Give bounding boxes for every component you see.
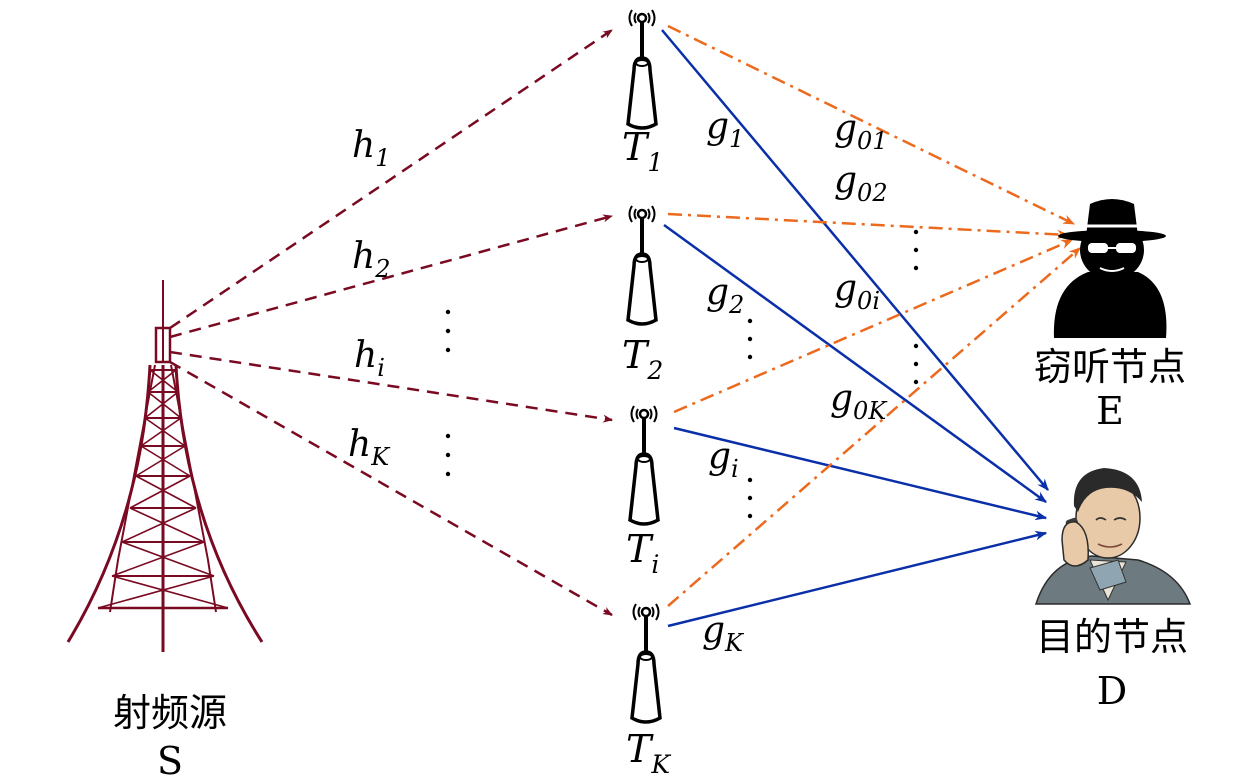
label-g0i: g0i	[834, 268, 880, 315]
antenna-icon	[630, 602, 662, 724]
eavesdropper-symbol: E	[1096, 389, 1124, 433]
link-s-ti	[169, 350, 613, 423]
label-h1: h1	[352, 125, 390, 172]
label-h2: h2	[352, 236, 390, 283]
source-links	[169, 28, 613, 617]
antenna-icon	[628, 404, 660, 526]
link-s-t2	[169, 214, 613, 339]
link-s-t1	[169, 28, 613, 330]
label-hi: hi	[354, 335, 385, 382]
link-tk-e	[667, 247, 1081, 607]
label-g01: g01	[834, 108, 888, 155]
antenna-icon	[626, 204, 658, 326]
link-t1-e	[667, 24, 1076, 226]
eaves-links	[667, 24, 1081, 607]
ellipsis-dots	[445, 229, 919, 519]
link-s-tk	[169, 360, 613, 617]
destination-name: 目的节点	[1036, 615, 1188, 659]
link-t1-d	[661, 29, 1049, 491]
label-gi: gi	[708, 436, 739, 483]
label-t2: T2	[622, 333, 663, 385]
eavesdropper-name: 窃听节点	[1034, 345, 1186, 389]
legit-links	[661, 29, 1049, 628]
source-symbol: S	[157, 739, 183, 783]
link-t2-e	[667, 212, 1070, 240]
antenna-icon	[626, 8, 658, 130]
label-g2: g2	[706, 272, 744, 319]
label-g1: g1	[706, 106, 744, 153]
label-t1: T1	[622, 125, 663, 177]
label-hk: hK	[348, 424, 391, 471]
label-ti: Ti	[626, 527, 659, 579]
label-tk: TK	[626, 727, 671, 779]
link-tk-d	[667, 530, 1048, 628]
spy-icon	[1053, 199, 1167, 338]
label-g0k: g0K	[830, 378, 888, 425]
label-g02: g02	[834, 160, 888, 207]
phone-user-icon	[1034, 468, 1192, 605]
link-t2-d	[663, 223, 1047, 504]
link-ti-e	[673, 238, 1074, 414]
source-name: 射频源	[113, 691, 227, 735]
link-ti-d	[673, 426, 1048, 521]
label-gk: gK	[702, 610, 745, 657]
radio-tower-icon	[66, 280, 264, 652]
destination-symbol: D	[1097, 669, 1127, 713]
